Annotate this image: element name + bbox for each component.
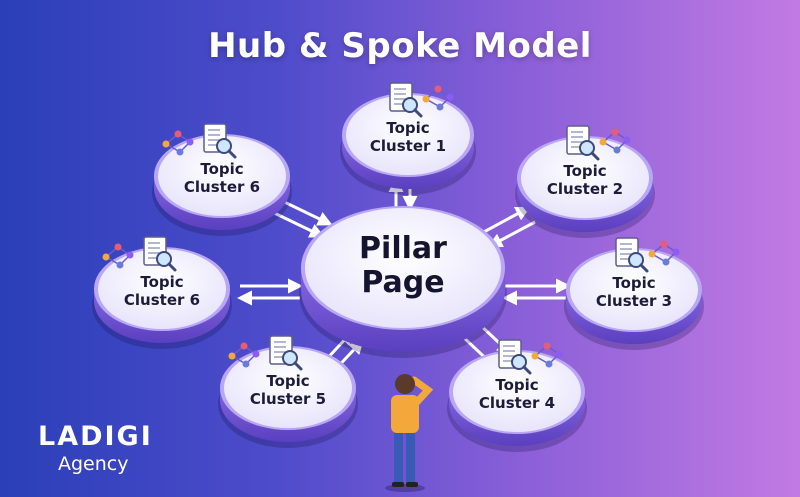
network-nodes-icon [422, 85, 454, 111]
document-magnifier-icon [143, 236, 177, 272]
network-nodes-icon [531, 342, 563, 368]
spoke-label-line2: Cluster 2 [547, 180, 623, 198]
spoke-label-line2: Cluster 1 [370, 137, 446, 155]
spoke-label-line1: Topic [612, 274, 655, 292]
network-nodes-icon [228, 342, 260, 368]
connector-arrow-3 [481, 206, 531, 235]
connector-arrow-13 [267, 208, 325, 238]
person-thinking-icon [385, 374, 434, 492]
brand-subtitle: Agency [58, 453, 129, 475]
document-magnifier-icon [615, 237, 649, 273]
hub-label-line2: Page [361, 265, 444, 300]
network-nodes-icon [162, 130, 194, 156]
network-nodes-icon [648, 240, 680, 266]
network-nodes-icon [599, 128, 631, 154]
spoke-label-line1: Topic [495, 376, 538, 394]
spoke-label-line2: Cluster 6 [124, 291, 200, 309]
spoke-label-line2: Cluster 4 [479, 394, 555, 412]
spoke-label-line2: Cluster 3 [596, 292, 672, 310]
spoke-label-line2: Cluster 6 [184, 178, 260, 196]
document-magnifier-icon [269, 335, 303, 371]
brand-name: LADIGI [38, 421, 153, 452]
document-magnifier-icon [389, 82, 423, 118]
document-magnifier-icon [203, 123, 237, 159]
spoke-label-line1: Topic [563, 162, 606, 180]
diagram-title: Hub & Spoke Model [208, 26, 592, 66]
brand-logo: LADIGI Agency [38, 422, 153, 476]
connector-arrow-4 [487, 220, 536, 248]
spoke-label-line1: Topic [266, 372, 309, 390]
hub-label-line1: Pillar [359, 231, 447, 266]
spoke-label-line1: Topic [140, 273, 183, 291]
spoke-label-line1: Topic [386, 119, 429, 137]
document-magnifier-icon [498, 339, 532, 375]
spoke-label-line2: Cluster 5 [250, 390, 326, 408]
spoke-label-line1: Topic [200, 160, 243, 178]
document-magnifier-icon [566, 125, 600, 161]
network-nodes-icon [102, 243, 134, 269]
